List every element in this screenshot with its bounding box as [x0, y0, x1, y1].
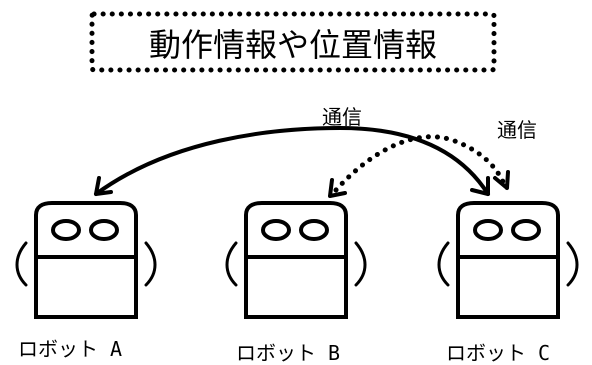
- comm-label-solid: 通信: [322, 105, 362, 129]
- robot-icon: [437, 201, 579, 319]
- robot-icon: [15, 201, 157, 319]
- robot-b-label: ロボット B: [236, 341, 340, 365]
- robot-b: [225, 201, 367, 319]
- title-box: 動作情報や位置情報: [89, 11, 497, 73]
- title-dotted-border: [89, 11, 497, 73]
- title-text: 動作情報や位置情報: [149, 26, 437, 64]
- solid-communication-arrow: [94, 125, 490, 196]
- robot-icon: [225, 201, 367, 319]
- dotted-communication-arrow: [328, 134, 510, 198]
- robot-a: [15, 201, 157, 319]
- comm-label-dotted: 通信: [497, 118, 537, 142]
- robot-c: [437, 201, 579, 319]
- robot-c-label: ロボット C: [446, 341, 550, 365]
- robot-a-label: ロボット A: [18, 337, 122, 361]
